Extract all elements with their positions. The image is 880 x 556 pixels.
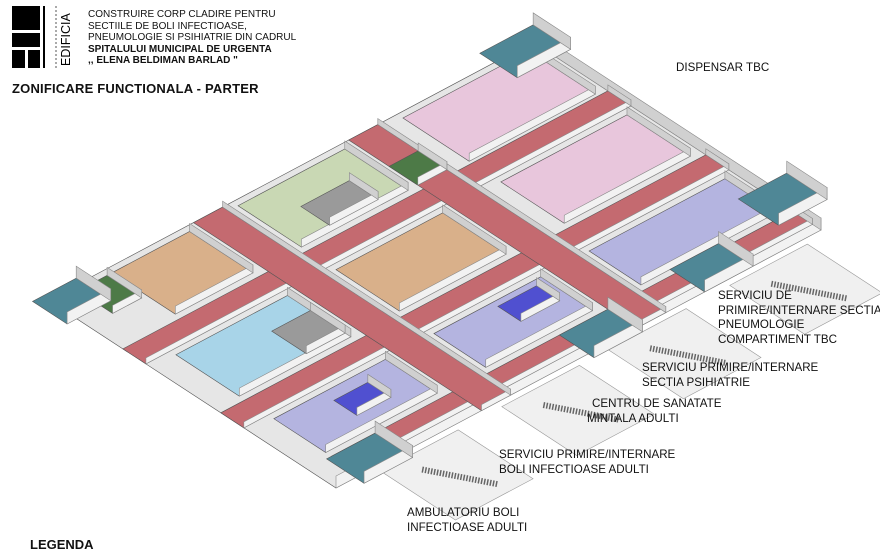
zone-green-wall: [106, 266, 142, 299]
project-description: CONSTRUIRE CORP CLADIRE PENTRU SECTIILE …: [88, 9, 296, 67]
page-title: ZONIFICARE FUNCTIONALA - PARTER: [12, 81, 259, 96]
stairs-icon: [542, 402, 620, 423]
ramp-psihiatrie: [607, 308, 762, 400]
label-line: SERVICIU PRIMIRE/INTERNARE: [642, 361, 819, 374]
label-line: BOLI INFECTIOASE ADULTI: [499, 462, 649, 476]
label-line: SERVICIU PRIMIRE/INTERNARE: [499, 448, 676, 461]
hospital-line: ,, ELENA BELDIMAN BARLAD ": [88, 55, 238, 67]
stairs-icon: [649, 345, 726, 366]
ramp-ambulatoriu: [379, 429, 534, 521]
stairs-icon: [421, 466, 498, 488]
zone-green-wall: [417, 142, 448, 171]
label-line: COMPARTIMENT TBC: [718, 332, 837, 346]
label-line: SECTIA PSIHIATRIE: [642, 375, 751, 389]
label-line: INFECTIOASE ADULTI: [407, 520, 528, 534]
label-line: PRIMIRE/INTERNARE SECTIA: [718, 303, 880, 317]
entrance-block-wall: [607, 296, 643, 333]
label-centru-sanatate: CENTRU DE SANATATE MINTALA ADULTI: [587, 397, 721, 426]
zone-parking-wall: [310, 301, 346, 334]
entrance-block-wall: [786, 160, 828, 201]
zone-parking-wall: [349, 172, 379, 201]
corridor-wall: [607, 84, 632, 107]
label-line: PNEUMOLOGIE: [718, 318, 805, 331]
zone-technical-wall: [189, 222, 254, 274]
entrance-block-wall: [718, 231, 754, 267]
zone-dispensar-tbc-wall: [626, 106, 691, 157]
label-line: CENTRU DE SANATATE: [592, 397, 722, 410]
zone-psihiatrie-wall: [344, 140, 409, 191]
zone-boli-infectioase-wall: [540, 268, 593, 312]
label-ambulatoriu: AMBULATORIU BOLI INFECTIOASE ADULTI: [407, 506, 527, 535]
zone-centru-sanatate-wall: [442, 204, 507, 255]
label-pneumologie: SERVICIU DE PRIMIRE/INTERNARE SECTIA PNE…: [718, 289, 880, 347]
zone-blue-rooms-wall: [536, 277, 561, 302]
label-line: MINTALA ADULTI: [587, 411, 679, 425]
svg-text:EDIFICIA: EDIFICIA: [59, 13, 73, 66]
corridor-wall: [222, 200, 511, 396]
label-psihiatrie: SERVICIU PRIMIRE/INTERNARE SECTIA PSIHIA…: [642, 361, 818, 390]
stairs-icon: [770, 280, 848, 302]
corridor-wall: [705, 148, 730, 171]
project-line: SECTIILE DE BOLI INFECTIOASE,: [88, 20, 247, 32]
edificia-logo: EDIFICIA: [12, 6, 73, 68]
legend-title: LEGENDA: [30, 537, 94, 552]
zone-ambulatoriu-wall: [385, 350, 438, 394]
entrance-block-wall: [374, 420, 413, 459]
label-dispensar-tbc: DISPENSAR TBC: [676, 61, 770, 74]
zone-blue-rooms-wall: [367, 373, 392, 398]
entrance-block-wall: [75, 265, 112, 302]
label-boli-infectioase: SERVICIU PRIMIRE/INTERNARE BOLI INFECTIO…: [499, 448, 675, 477]
ramp-boli: [501, 364, 655, 456]
entrance-block-wall: [532, 12, 571, 50]
label-line: AMBULATORIU BOLI: [407, 506, 520, 519]
project-line: CONSTRUIRE CORP CLADIRE PENTRU: [88, 9, 276, 20]
corridor-wall: [377, 118, 667, 314]
project-line: PNEUMOLOGIE SI PSIHIATRIE DIN CADRUL: [88, 32, 297, 44]
hospital-line: SPITALULUI MUNICIPAL DE URGENTA: [88, 43, 272, 55]
label-line: SERVICIU DE: [718, 289, 792, 302]
